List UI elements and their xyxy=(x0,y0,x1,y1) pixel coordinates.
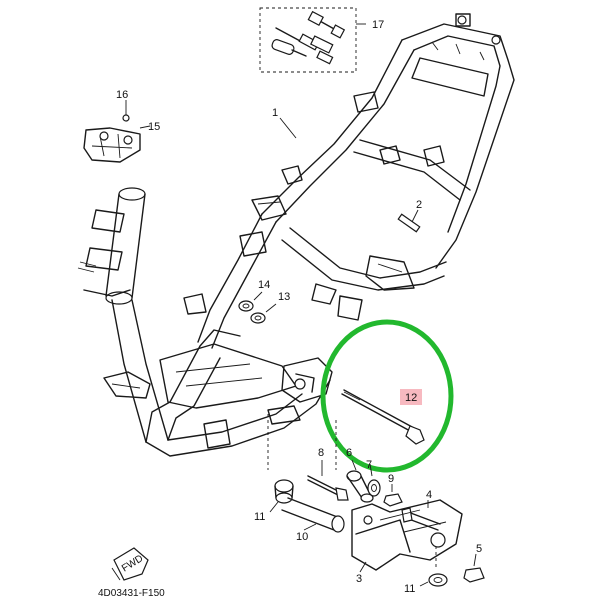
callout-7: 7 xyxy=(366,459,372,471)
callout-17: 17 xyxy=(372,19,384,31)
callout-2: 2 xyxy=(416,199,422,211)
callout-9: 9 xyxy=(388,473,394,485)
washer-13 xyxy=(250,303,277,324)
bushing-11b xyxy=(419,573,448,587)
socket-icon xyxy=(310,35,334,65)
nut-5 xyxy=(463,553,485,583)
callout-6: 6 xyxy=(346,447,352,459)
callout-5: 5 xyxy=(476,543,482,555)
callout-15: 15 xyxy=(148,121,160,133)
callout-12: 12 xyxy=(405,392,417,404)
head-pipe xyxy=(77,187,169,443)
bolt-8 xyxy=(307,460,349,501)
callout-13: 13 xyxy=(278,291,290,303)
bracket-3 xyxy=(351,499,463,573)
collar-7 xyxy=(367,463,381,497)
diagram-code: 4D03431-F150 xyxy=(98,588,165,599)
bolt-12 xyxy=(341,389,425,445)
callout-14: 14 xyxy=(258,279,270,291)
callout-4: 4 xyxy=(426,489,432,501)
tube-10 xyxy=(281,497,345,533)
spanner-icon xyxy=(307,10,346,39)
callout-3: 3 xyxy=(356,573,362,585)
callout-12-highlight xyxy=(400,389,422,405)
collar-6 xyxy=(346,459,374,503)
callout-1: 1 xyxy=(272,107,278,119)
tool-kit-group xyxy=(259,7,366,73)
nut-9 xyxy=(383,484,403,507)
bushing-11a xyxy=(269,479,294,513)
main-frame xyxy=(145,13,515,457)
callout-11-left: 11 xyxy=(254,511,265,523)
lower-front-bracket xyxy=(103,371,151,399)
pin-2 xyxy=(397,209,421,233)
bracket-15 xyxy=(83,100,151,163)
callout-8: 8 xyxy=(318,447,324,459)
bolt-4 xyxy=(401,500,441,531)
callout-11-right: 11 xyxy=(404,583,415,595)
tool-handle-icon xyxy=(271,39,307,57)
callout-16: 16 xyxy=(116,89,128,101)
callout-10: 10 xyxy=(296,531,308,543)
highlight-ring xyxy=(320,319,454,473)
washer-14 xyxy=(238,291,263,312)
fwd-arrow-icon xyxy=(111,547,149,581)
tool-kit-box xyxy=(259,7,357,73)
